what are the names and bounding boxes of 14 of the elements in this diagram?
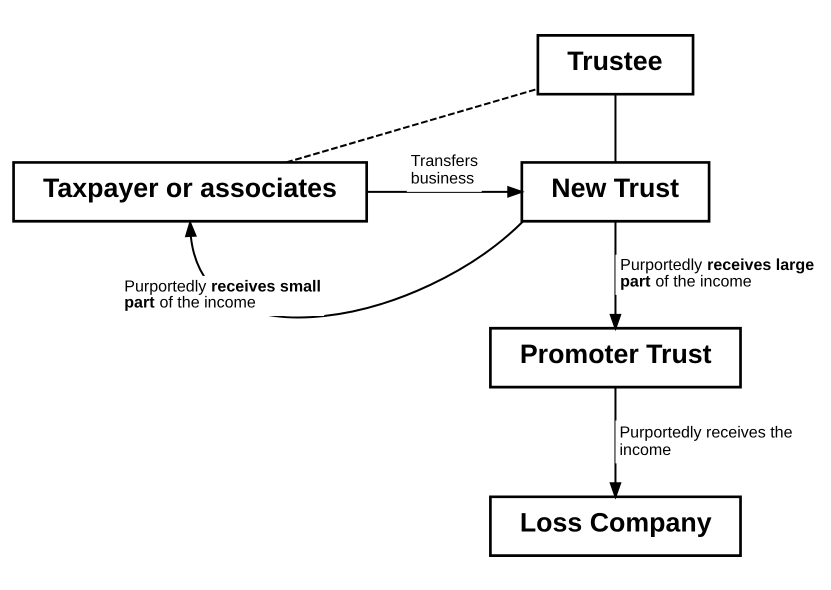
node-box: Trustee [536,34,694,96]
arrow [609,386,622,500]
node-box: New Trust [520,160,710,222]
arrow [367,185,525,198]
connector [614,94,616,162]
node-box: Loss Company [489,494,742,556]
node-box: Taxpayer or associates [12,160,368,222]
edge-label: Purportedly receives the income [619,422,793,458]
arrow [609,221,622,331]
edge-label: Purportedly receives large part of the income [620,256,814,290]
edge-label: Purportedly receives small part of the income [124,276,321,311]
node-box: Promoter Trust [489,326,742,388]
connector [286,87,538,163]
edge-label: Transfers business [410,151,478,187]
